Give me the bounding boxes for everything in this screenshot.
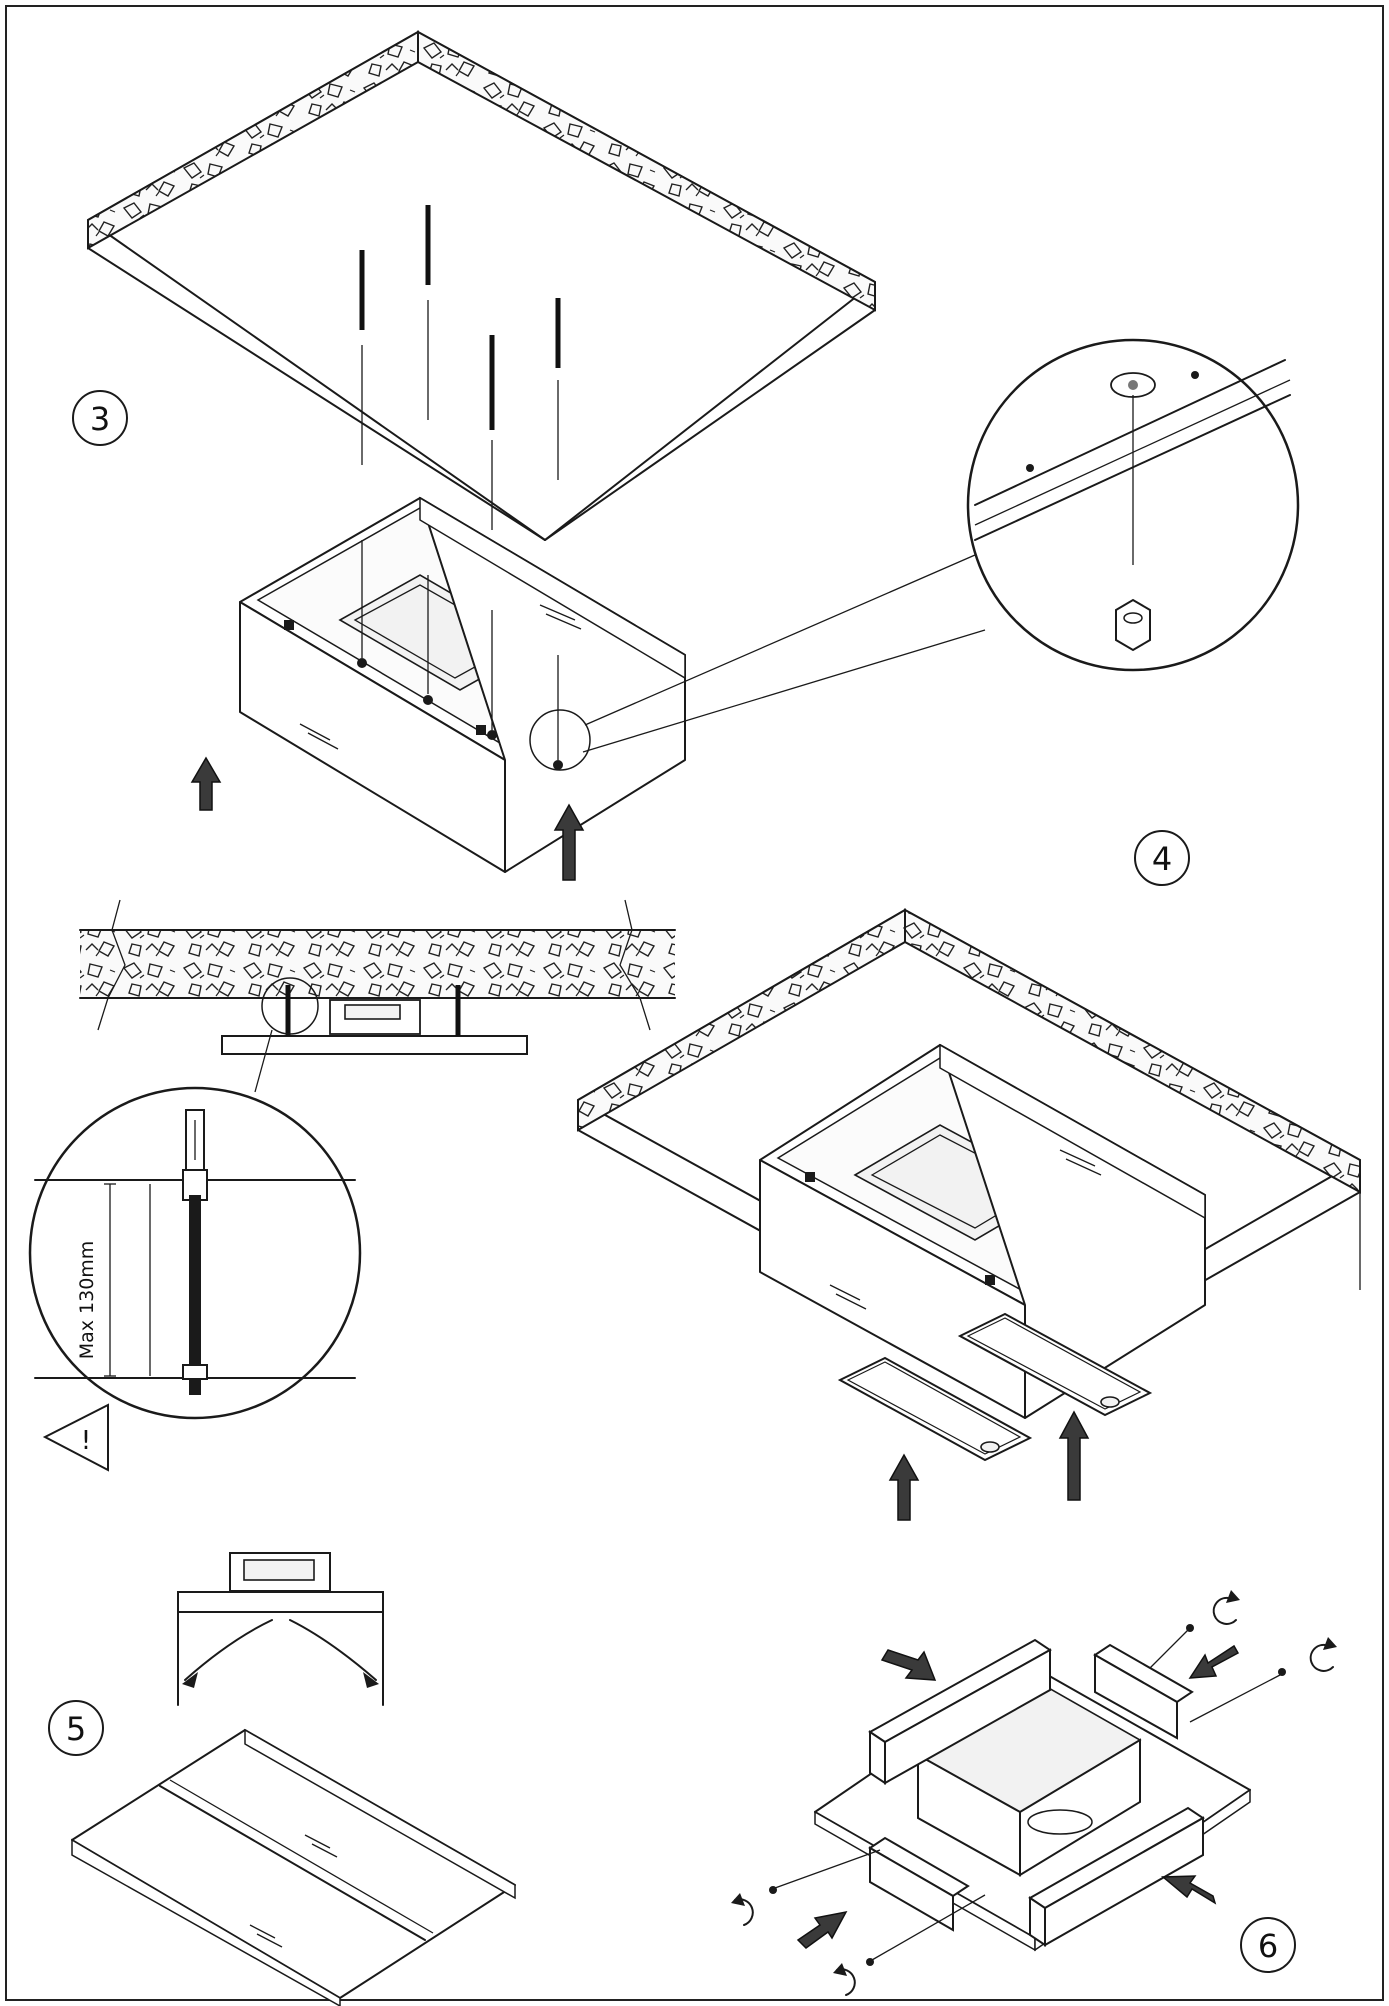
step3-number: 3 (90, 400, 110, 438)
bolt-detail-circle: Max 130mm (28, 1086, 362, 1420)
step5-section (177, 1552, 384, 1706)
step6-screws (769, 1624, 1286, 1966)
step6-push-arrows (796, 1644, 1240, 1949)
step4-number: 4 (1152, 840, 1172, 878)
step3-mounting-bolts (359, 205, 561, 530)
page-frame (5, 5, 1384, 2001)
step6-number: 6 (1258, 1927, 1278, 1965)
step3-label: 3 (72, 390, 128, 446)
warning-triangle: ! (42, 1403, 109, 1472)
step4-up-arrows (888, 1410, 1090, 1521)
step4-cooker-hood-box (759, 1043, 1206, 1419)
step6-motor-unit (916, 1682, 1142, 1877)
step4-label: 4 (1134, 830, 1190, 886)
step6-rotation-arrows (731, 1590, 1337, 1996)
step6-label: 6 (1240, 1917, 1296, 1973)
step3-up-arrows (190, 756, 585, 881)
step3-detail-callout (529, 338, 1300, 771)
step5-label: 5 (48, 1700, 104, 1756)
warning-symbol: ! (81, 1426, 91, 1456)
section-view (79, 899, 676, 1093)
step5-closed-panel (71, 1728, 516, 2006)
step6-side-strips (868, 1638, 1205, 1947)
step4-filter-panels (837, 1312, 1153, 1462)
max-length-dimension: Max 130mm (76, 1241, 98, 1360)
step5-number: 5 (66, 1710, 86, 1748)
step3-cooker-hood-box (239, 496, 686, 873)
step3-ceiling-slab (87, 30, 876, 541)
